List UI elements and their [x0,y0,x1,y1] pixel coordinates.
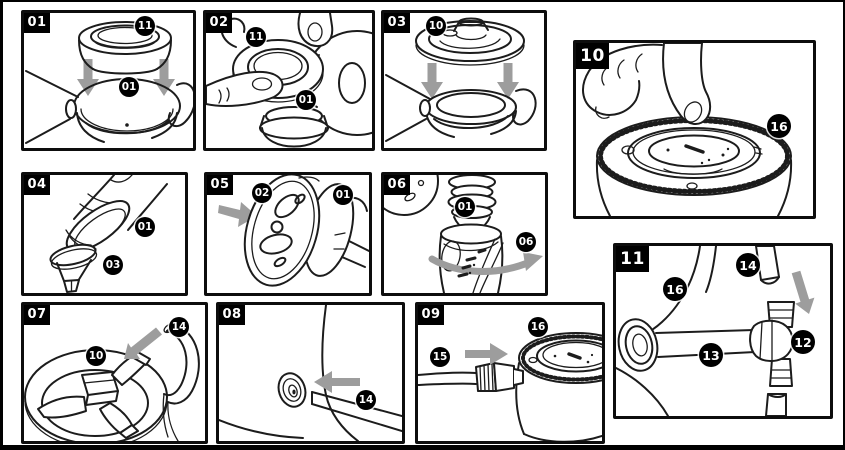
down-arrow-icon [421,63,519,99]
hand-screwing-collar-drawing [206,13,372,148]
step-panel-07: 07 10 14 [21,302,208,444]
step-panel-10: 10 16 [573,40,816,219]
step-number: 08 [219,305,245,325]
step-number: 07 [24,305,50,325]
part-callout-14: 14 [736,253,760,277]
step-panel-09: 09 15 16 [415,302,605,444]
step-number: 11 [616,246,649,272]
step-panel-01: 01 11 01 [21,10,196,151]
step-number: 10 [576,43,609,69]
twist-arrow-icon [428,252,543,275]
step-panel-05: 05 02 01 [204,172,372,296]
down-arrow-icon [77,59,175,96]
step-number: 05 [207,175,233,195]
part-callout-14: 14 [169,317,189,337]
right-arrow-icon [465,343,508,365]
tube-into-side-port-drawing [219,305,402,441]
part-callout-03: 03 [103,255,123,275]
left-arrow-icon [314,371,360,393]
part-callout-10: 10 [426,16,446,36]
part-callout-16: 16 [663,277,687,301]
part-callout-11: 11 [135,16,155,36]
part-callout-01: 01 [333,185,353,205]
step-panel-08: 08 14 [216,302,405,444]
part-callout-10: 10 [86,346,106,366]
part-callout-14: 14 [356,390,376,410]
step-number: 02 [206,13,232,33]
step-panel-06: 06 01 06 [381,172,548,296]
part-callout-16: 16 [528,317,548,337]
tee-connector-tubing-drawing [616,246,815,416]
part-callout-01: 01 [135,217,155,237]
part-callout-01: 01 [296,90,316,110]
part-callout-11: 11 [246,27,266,47]
step-panel-04: 04 01 03 [21,172,188,296]
step-panel-03: 03 10 [381,10,547,151]
step-number: 06 [384,175,410,195]
down-left-arrow-icon [124,327,162,359]
cap-onto-collar-drawing [385,17,537,142]
step-panel-02: 02 11 01 [203,10,375,151]
part-callout-01: 01 [455,197,475,217]
down-arrow-icon [791,270,815,314]
part-callout-13: 13 [699,343,723,367]
part-callout-15: 15 [430,347,450,367]
part-callout-02: 02 [252,183,272,203]
part-callout-12: 12 [791,330,815,354]
part-callout-01: 01 [119,77,139,97]
step-number: 01 [24,13,50,33]
step-panel-11: 11 14 16 13 12 [613,243,833,419]
step-number: 09 [418,305,444,325]
valve-under-connector-drawing [49,175,168,293]
collar-onto-shield-drawing [25,21,193,144]
tube-to-cap-port-drawing [24,322,200,441]
step-number: 03 [384,13,410,33]
step-number: 04 [24,175,50,195]
finger-pressing-button-drawing [582,43,793,216]
power-plug-into-base-drawing [418,332,602,441]
part-callout-06: 06 [516,232,536,252]
part-callout-16: 16 [767,114,791,138]
